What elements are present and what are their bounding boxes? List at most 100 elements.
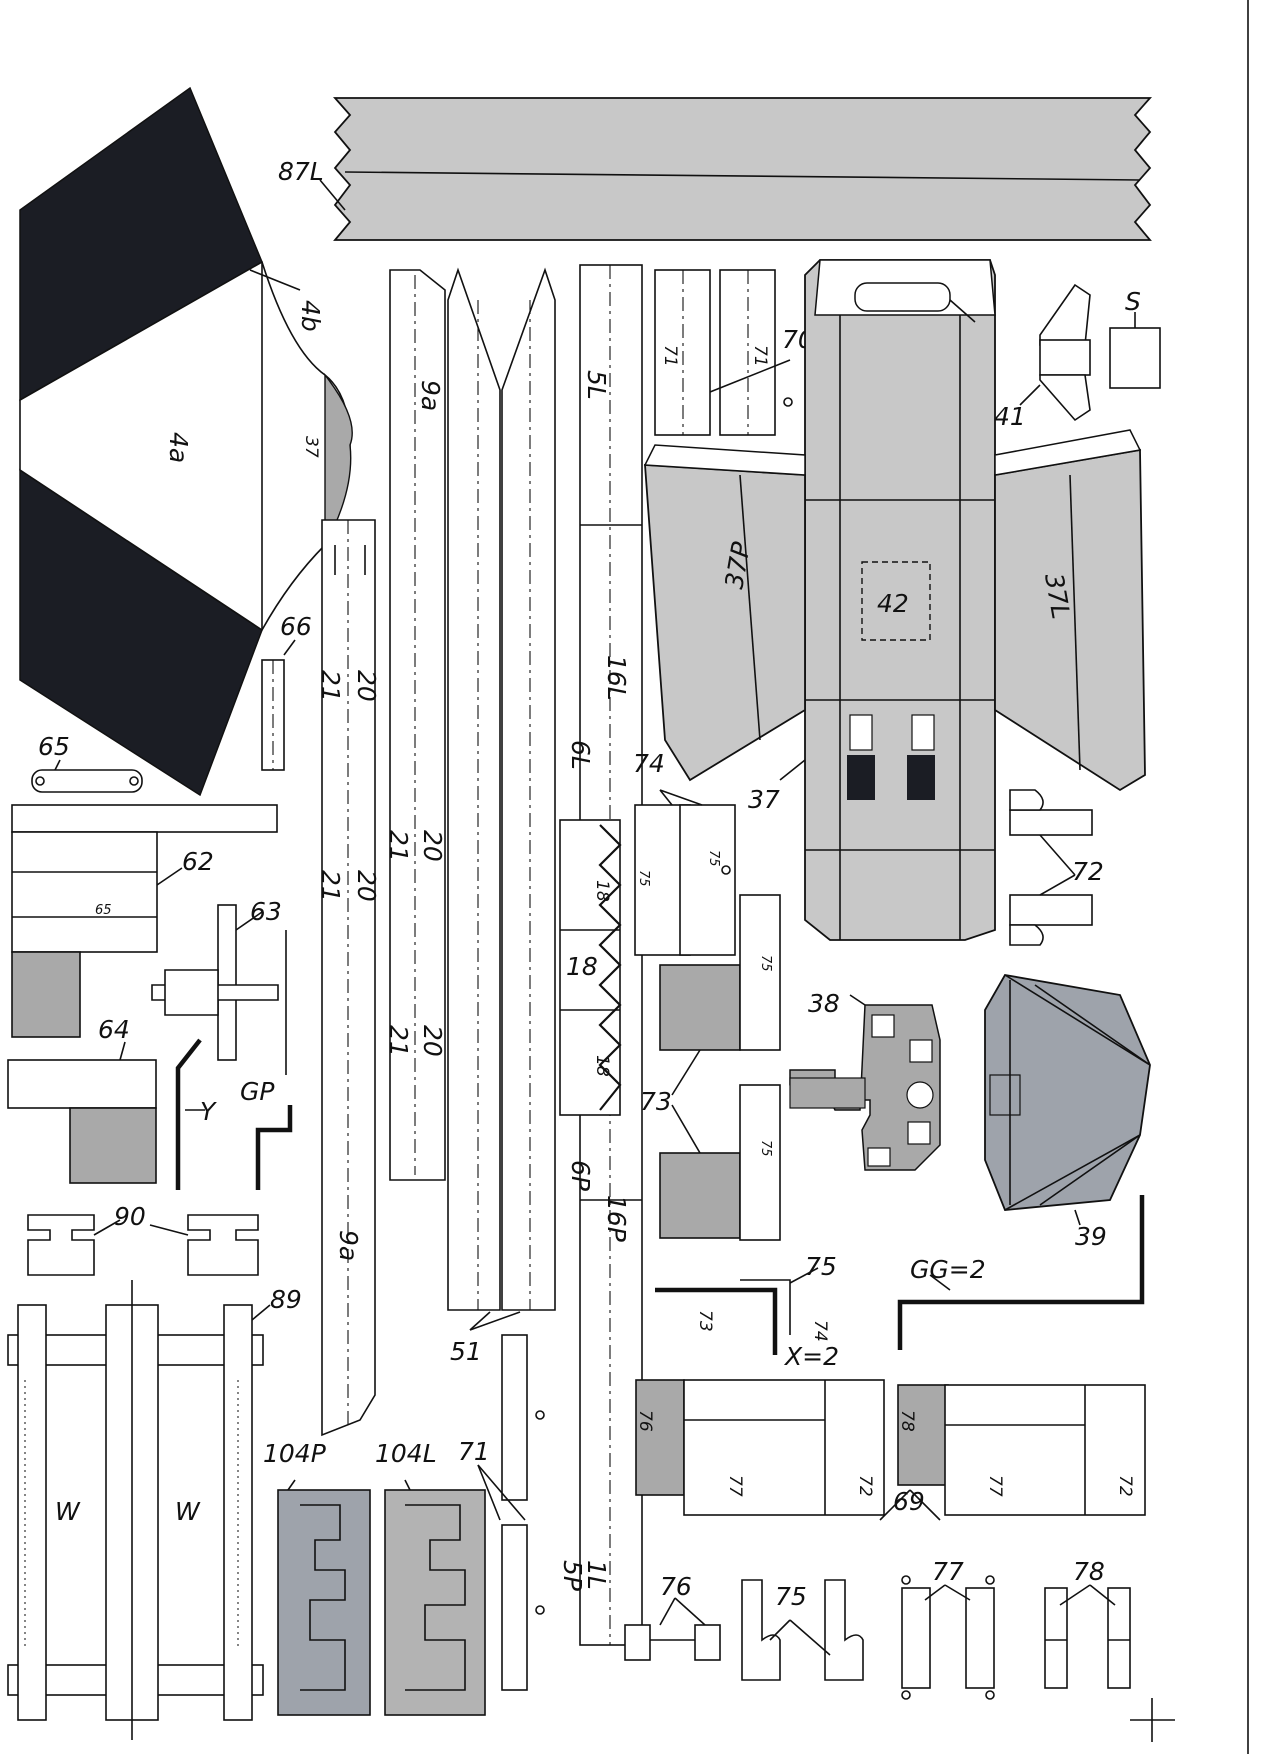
part-42-window [854,282,951,312]
leader-66 [283,639,296,656]
part-62-body [11,831,158,953]
label-74: 74 [633,749,665,778]
part-4a-4b: 4b 4a 37 [19,86,353,797]
leader-90 [93,1219,121,1236]
label-9a-bottom: 9a [334,1230,363,1261]
label-20a: 20 [352,670,381,702]
label-75b: 75 [706,850,721,867]
leader-39 [1074,1209,1081,1226]
part-90-right [187,1214,259,1276]
label-18b: 18 [566,952,598,981]
part-65-strip [31,769,143,793]
part-76-right [694,1624,721,1661]
label-W1: W [55,1497,81,1526]
part-37P-wing [644,464,806,782]
wire-line [949,299,976,323]
part-64-gray [69,1107,157,1184]
part-73-strip-a [739,894,781,1051]
label-20d: 20 [418,1025,447,1057]
part-9a-strip [389,269,446,1181]
leader-77 [924,1584,946,1601]
label-72b: 72 [855,1475,875,1497]
vent-left [849,714,873,751]
part-9a-strip: 21 20 21 20 9a [316,519,381,1437]
label-X2: X=2 [783,1342,839,1371]
part-74b [679,804,736,956]
leader-73 [671,1104,701,1154]
label-21c: 21 [384,830,413,862]
part-104: 104P 104L [263,1439,486,1716]
leader-GG [929,1274,951,1291]
leader-74 [659,789,673,806]
part-76-left [624,1624,651,1661]
part-77-left [901,1587,931,1689]
part-72-upper [1009,809,1093,836]
label-18c: 18 [592,1055,612,1077]
leader-70 [709,359,791,393]
leader-75f [789,1619,831,1656]
label-4a: 4a [164,432,193,463]
hole [985,1575,995,1585]
part-37L-tab [994,429,1142,476]
label-71b: 71 [750,345,770,367]
part-89-leg-1 [17,1304,47,1721]
part-72-lower [1009,894,1093,926]
label-66: 66 [280,612,312,641]
label-16P: 16P [602,1195,631,1243]
fold-guide [740,1279,791,1335]
part-62: 65 62 [11,804,278,1038]
leader-87L [319,179,346,211]
vent-right [911,714,935,751]
label-21a: 21 [316,670,345,702]
part-72-cap-bottom [1009,924,1044,946]
label-75f: 75 [775,1582,807,1611]
part-73-gray-b [659,1152,741,1239]
part-9a-long-strip [321,519,376,1437]
part-71-upper: 71 71 70 [654,269,814,436]
label-21d: 21 [384,1025,413,1057]
glue-mark [783,397,793,407]
label-Y: Y [200,1097,217,1126]
part-104P-cutout [300,1504,346,1691]
part-64-top [7,1059,157,1109]
part-S-square [1109,327,1161,389]
part-51-strip-a [447,267,501,1311]
label-63: 63 [250,897,282,926]
fold-line [739,474,761,741]
label-39: 39 [1075,1222,1107,1251]
part-72-cap-top [1009,789,1044,811]
label-75c: 75 [758,955,773,972]
part-63: 63 [151,897,287,1075]
part-89: W W 89 [7,1280,302,1740]
leader-104P [287,1479,296,1491]
part-37L-wing [994,448,1146,792]
part-62-top [11,804,278,833]
label-77: 77 [932,1557,964,1586]
part-78-right [1107,1587,1131,1689]
leader-64 [119,1041,126,1061]
label-90: 90 [114,1202,146,1231]
part-71-lower: 71 [458,1334,545,1691]
label-21b: 21 [316,870,345,902]
instrument-dial [906,1081,934,1109]
instrument-gauge [907,1121,931,1145]
hole [901,1575,911,1585]
leader-62 [156,867,183,886]
leader-90 [149,1224,189,1236]
leader-76 [659,1597,676,1626]
part-42-dashed-box [861,561,931,641]
label-75e: 75 [805,1252,837,1281]
part-75-right [824,1579,864,1681]
instrument-gauge [871,1014,895,1038]
label-76a: 76 [635,1410,655,1432]
label-18a: 18 [592,880,612,902]
part-74-75: 75 75 74 [633,749,736,956]
part-69-left-panel [683,1379,885,1516]
leader-51 [469,1311,491,1331]
label-77a: 77 [725,1475,745,1497]
black-block-right [907,755,935,800]
label-S: S [1125,287,1141,316]
canopy-tab [989,1074,1021,1116]
label-69: 69 [893,1487,925,1516]
